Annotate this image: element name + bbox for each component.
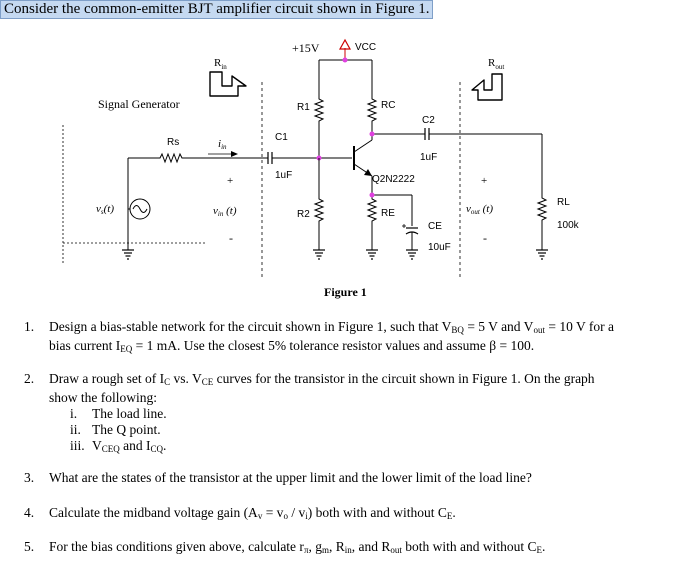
r1-label: R1 [297,102,310,113]
rs-label: Rs [167,137,179,148]
rout-arrow-icon [471,73,503,101]
rin-label: Rin [214,57,227,71]
question-3: 3. What are the states of the transistor… [24,470,532,485]
question-2: 2. Draw a rough set of IC vs. VCE curves… [24,371,676,457]
rout-label: Rout [488,57,504,71]
list-item: i.The load line. [70,406,167,421]
rl-value: 100k [557,220,580,231]
question-4: 4. Calculate the midband voltage gain (A… [24,505,456,521]
header-instruction: Consider the common-emitter BJT amplifie… [0,0,434,19]
vs-label: vs(t) [96,203,114,216]
supply-label: +15V [292,41,320,55]
transistor-label: Q2N2222 [372,174,415,185]
c2-value: 1uF [420,152,437,163]
circuit-diagram: +15V VCC Rin Rout Signal Generator Rs ii… [62,38,580,299]
r2-label: R2 [297,209,310,220]
vin-label: vin (t) [213,205,237,218]
ce-value: 10uF [428,242,451,253]
vin-plus: + [227,175,233,187]
rin-arrow-icon [209,71,247,97]
list-item: ii.The Q point. [70,422,161,437]
r2-resistor [313,158,325,240]
rl-resistor [536,195,548,240]
iin-label: iin [218,138,227,151]
signal-generator-label: Signal Generator [98,97,180,111]
vcc-label: VCC [355,42,376,53]
c2-label: C2 [422,115,435,126]
figure-caption: Figure 1 [324,285,367,299]
supply-node [342,57,348,63]
rs-resistor [128,152,266,164]
vout-plus: + [481,175,487,187]
rc-resistor [366,95,378,140]
rl-label: RL [557,197,570,208]
vin-minus: - [229,231,233,245]
rc-label: RC [381,100,395,111]
re-resistor [366,195,378,240]
vcc-arrow-icon [338,38,352,50]
vout-label: vout (t) [466,203,493,216]
question-1: 1. Design a bias-stable network for the … [24,319,614,354]
re-label: RE [381,208,395,219]
c1-value: 1uF [275,170,292,181]
vout-minus: - [483,231,487,245]
list-item: iii.VCEQ and ICQ. [70,438,167,454]
question-5: 5. For the bias conditions given above, … [24,539,546,555]
ce-label: CE [428,221,442,232]
r1-resistor [313,95,325,158]
c1-label: C1 [275,132,288,143]
